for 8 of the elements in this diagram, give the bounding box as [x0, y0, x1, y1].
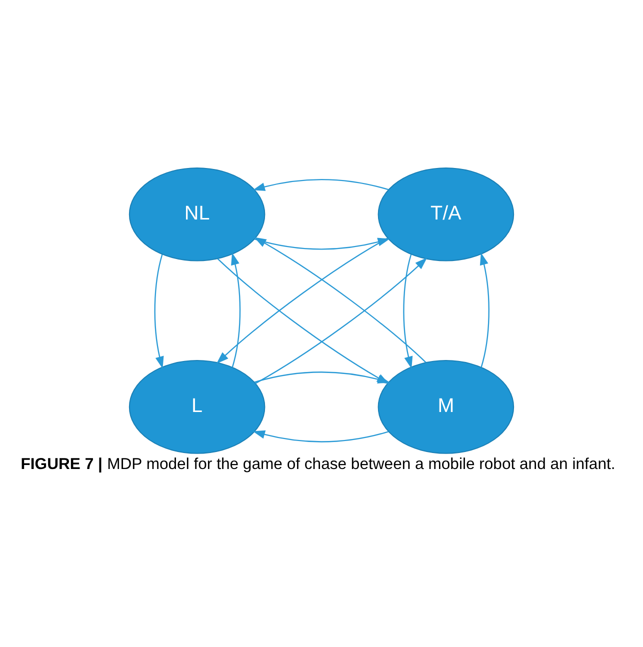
arrow — [216, 238, 388, 364]
arrow — [231, 252, 241, 368]
caption: FIGURE 7 | MDP model for the game of chase between a mobile robot and an infant. — [20, 456, 616, 473]
arrow — [480, 252, 490, 368]
arrow — [154, 254, 164, 369]
arrow — [252, 179, 388, 191]
arrow — [403, 254, 413, 369]
arrow — [252, 430, 388, 442]
